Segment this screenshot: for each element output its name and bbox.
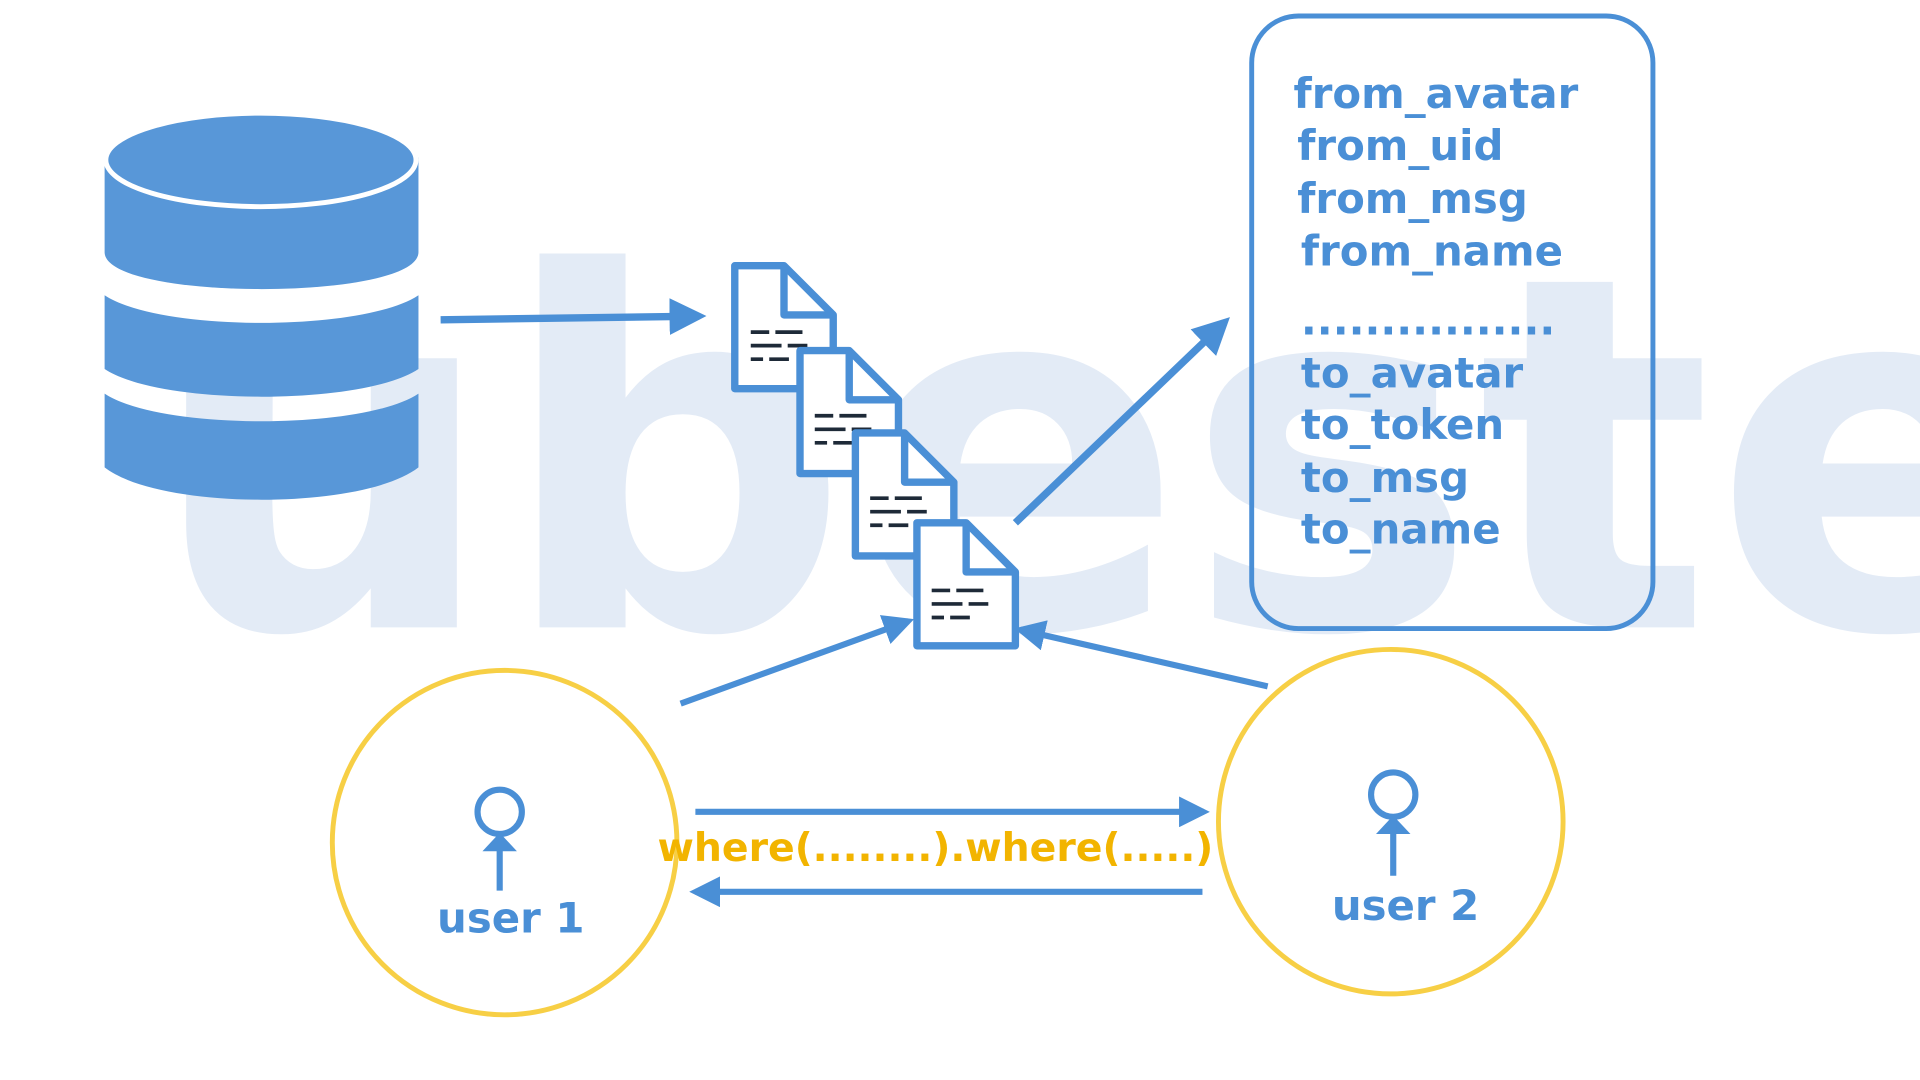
field-from-avatar: from_avatar [1294, 69, 1579, 118]
person-icon [474, 786, 525, 891]
database-icon [103, 110, 419, 500]
user1-to-docs-arrow [679, 615, 915, 707]
user-2-node: user 2 [1216, 647, 1566, 997]
document-stack [731, 262, 1020, 650]
field-to-name: to_name [1301, 505, 1501, 554]
field-from-name: from_name [1301, 227, 1563, 276]
field-ellipsis: ................ [1301, 296, 1555, 345]
person-icon [1368, 769, 1419, 876]
docs-to-fields-arrow [1012, 317, 1230, 526]
db-to-docs-arrow [440, 298, 707, 335]
field-to-token: to_token [1301, 400, 1504, 449]
fields-list: from_avatar from_uid from_msg from_name … [1294, 69, 1579, 553]
field-from-uid: from_uid [1297, 121, 1503, 170]
user2-to-docs-arrow [1014, 620, 1269, 690]
field-to-msg: to_msg [1301, 453, 1469, 502]
user-2-circle [1216, 647, 1566, 997]
document-icon [913, 519, 1020, 650]
user-2-label: user 2 [1332, 881, 1479, 930]
user-1-node: user 1 [329, 667, 680, 1018]
user-1-label: user 1 [437, 893, 584, 942]
fields-box [1249, 13, 1656, 632]
field-from-msg: from_msg [1297, 174, 1528, 223]
user-1-circle [329, 667, 680, 1018]
field-to-avatar: to_avatar [1301, 348, 1524, 397]
query-text: where(........).where(.....) [657, 825, 1213, 871]
